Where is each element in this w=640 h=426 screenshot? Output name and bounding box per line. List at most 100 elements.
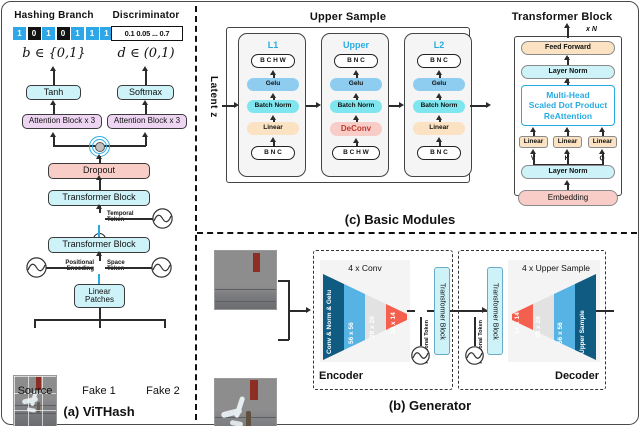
- linear-patches-line1: Linear: [88, 286, 111, 296]
- arrow-icon: [599, 149, 606, 154]
- latent-z-label: Latent z: [208, 76, 219, 118]
- connector: [145, 70, 147, 85]
- connector: [567, 183, 569, 190]
- connector: [533, 152, 535, 157]
- stage-upper-name: Upper: [342, 40, 369, 50]
- arrow-icon: [564, 23, 571, 28]
- arrow-icon: [234, 101, 239, 108]
- module-stage-l2: L2 B N C Gelu Batch Norm Linear B N C: [404, 33, 472, 177]
- multihead-attention-block: Multi-Head Scaled Dot Product ReAttentio…: [521, 85, 615, 126]
- arrow-icon: [436, 137, 443, 142]
- connector: [439, 74, 441, 78]
- arrow-icon: [482, 306, 487, 313]
- connector: [273, 97, 275, 100]
- encoder-stripe-label-0: Conv & Norm & Gelu: [326, 289, 333, 354]
- encoder-container: [313, 250, 453, 390]
- arrow-icon: [96, 175, 103, 180]
- stage-l2-top-shape: B N C: [417, 54, 461, 68]
- arrow-icon: [436, 93, 443, 98]
- hash-bit: 1: [13, 27, 26, 40]
- panel-a-vithash: Hashing Branch Discriminator 1 0 1 0 1 1…: [4, 4, 194, 426]
- hashing-branch-title: Hashing Branch: [14, 10, 94, 21]
- connector: [567, 152, 569, 157]
- attention-line-2: Scaled Dot Product: [528, 100, 608, 111]
- linear-v: Linear: [519, 136, 548, 148]
- module-stage-l1: L1 B C H W Gelu Batch Norm Linear B N C: [238, 33, 306, 177]
- image-label-fake-1: Fake 1: [82, 385, 116, 397]
- arrow-icon: [564, 127, 571, 132]
- hash-bit: 0: [56, 27, 70, 40]
- positional-encoding-label: Positional Encoding: [58, 260, 94, 273]
- connector: [602, 130, 604, 136]
- stage-l2-linear: Linear: [413, 122, 465, 135]
- encoder-sine-icon: [411, 346, 430, 365]
- connector: [105, 218, 153, 220]
- connector: [99, 253, 101, 261]
- connector: [602, 157, 604, 165]
- hash-math-label: b ∈ {0,1}: [22, 46, 86, 61]
- decoder-stripe-label-2: 56 x 56: [557, 322, 564, 344]
- connector: [567, 130, 569, 136]
- arrow-icon: [564, 180, 571, 185]
- hash-bit: 1: [71, 27, 84, 40]
- decoder-trapezoid: [512, 274, 596, 360]
- arrow-icon: [142, 66, 149, 71]
- arrow-icon: [96, 251, 103, 256]
- connector: [145, 137, 147, 146]
- arrow-icon: [564, 78, 571, 83]
- image-label-source: Source: [17, 385, 53, 397]
- connector: [105, 267, 152, 269]
- hash-bit: 1: [100, 27, 113, 40]
- connector: [99, 319, 101, 328]
- arrow-icon: [530, 149, 537, 154]
- vertical-divider: [195, 6, 197, 420]
- arrow-icon: [50, 66, 57, 71]
- discriminator-values: 0.1 0.05 ... 0.7: [111, 26, 183, 41]
- arrow-icon: [270, 93, 277, 98]
- decoder-stripe-label-1: 28 x 28: [535, 316, 542, 338]
- arrow-icon: [50, 132, 57, 137]
- arrow-icon: [564, 55, 571, 60]
- arrow-icon: [353, 138, 360, 143]
- connector: [53, 70, 55, 85]
- stage-l1-batchnorm: Batch Norm: [247, 100, 299, 113]
- connector-highlight: [98, 225, 100, 237]
- layer-norm-bottom: Layer Norm: [521, 165, 615, 179]
- connector-highlight: [98, 274, 100, 284]
- arrow-icon: [306, 306, 311, 313]
- discriminator-title: Discriminator: [112, 10, 180, 21]
- temporal-token-label: Temporal Token: [107, 211, 141, 224]
- connector: [53, 104, 55, 114]
- arrow-icon: [599, 127, 606, 132]
- module-stage-upper: Upper B N C Gelu Batch Norm DeConv B C H…: [321, 33, 389, 177]
- panel-b-generator: Encoder 4 x Conv Conv & Norm & Gelu 56 x…: [200, 236, 636, 426]
- connector: [474, 317, 476, 346]
- arrow-icon: [270, 70, 277, 75]
- horizontal-divider: [197, 232, 637, 234]
- connector: [602, 152, 604, 157]
- connector: [389, 105, 401, 107]
- connector: [356, 97, 358, 100]
- stage-l2-bottom-shape: B N C: [417, 146, 461, 160]
- decoder-container: [458, 250, 606, 390]
- upper-sample-title: Upper Sample: [309, 11, 387, 23]
- transformer-block-title: Transformer Block: [511, 11, 613, 23]
- connector: [44, 267, 93, 269]
- encoder-stripe-label-3: 14 x 14: [390, 312, 397, 334]
- connector: [278, 280, 289, 282]
- connector: [356, 142, 358, 146]
- arrow-icon: [96, 154, 103, 159]
- decoder-label: Decoder: [555, 370, 600, 382]
- encoder-title: 4 x Conv: [348, 263, 382, 273]
- connector: [533, 130, 535, 136]
- arrow-icon: [436, 70, 443, 75]
- panel-a-caption: (a) ViTHash: [63, 404, 135, 419]
- tanh-block: Tanh: [26, 85, 81, 100]
- connector: [533, 157, 535, 165]
- connector: [470, 105, 488, 107]
- connector: [567, 157, 569, 165]
- panel-c-caption: (c) Basic Modules: [344, 212, 456, 227]
- hash-bit: 1: [85, 27, 99, 40]
- label-k: K: [560, 155, 574, 162]
- connector: [567, 57, 569, 65]
